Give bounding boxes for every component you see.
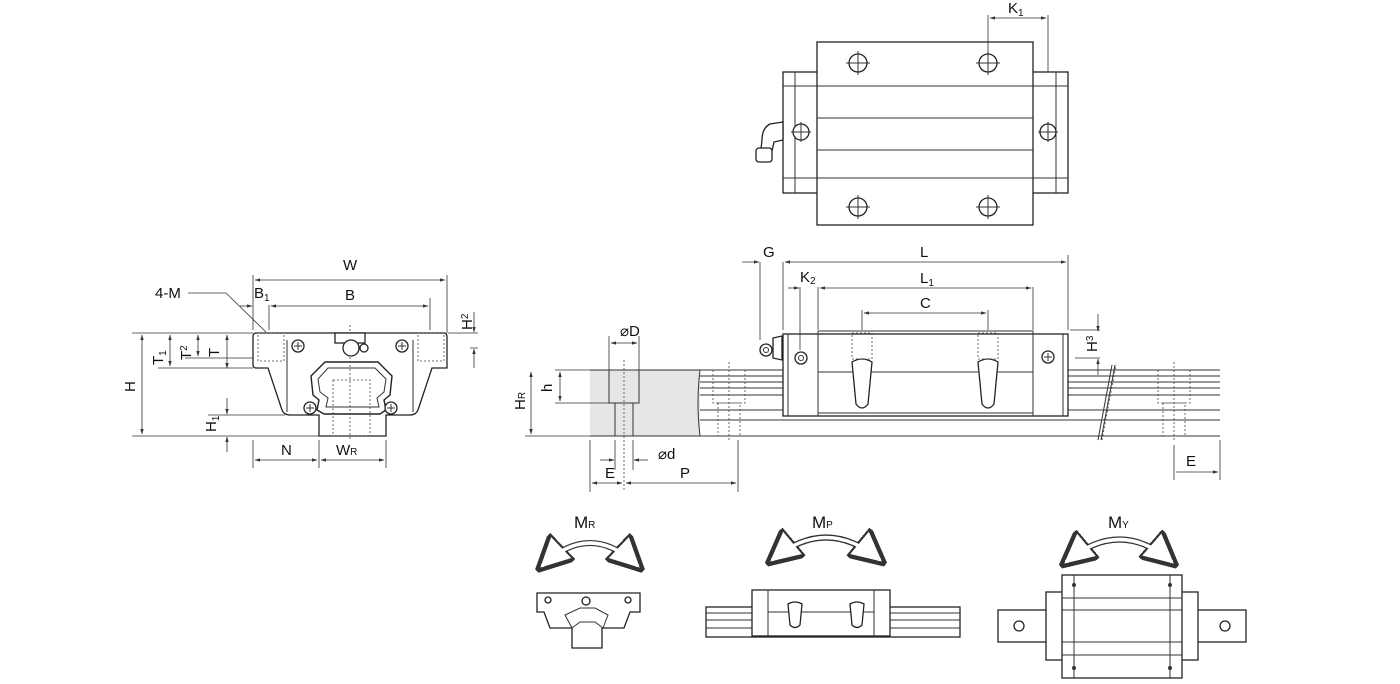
side-view: G L K2 L1 C H3 ⌀D h HR ⌀d E P E (512, 244, 1221, 492)
grease-nipple-icon (759, 335, 783, 361)
block-top-body (816, 41, 1034, 226)
label-MR: MR (574, 513, 595, 532)
mount-hole-left (257, 332, 285, 362)
label-C: C (920, 295, 931, 312)
moment-MR: MR (537, 513, 640, 649)
grease-port-icon (794, 351, 808, 365)
screw-icons (291, 339, 409, 415)
label-T2: T2 (178, 345, 195, 360)
label-N: N (281, 442, 292, 459)
tapped-hole-left (851, 358, 873, 409)
label-d: ⌀d (658, 446, 675, 463)
mounting-hole-icons (791, 51, 1058, 219)
label-WR: WR (336, 442, 357, 459)
rail-profile (310, 361, 393, 415)
block-front-outline (252, 332, 448, 437)
top-view: K1 (755, 0, 1069, 226)
label-MY: MY (1108, 513, 1129, 532)
label-B1: B1 (254, 285, 270, 304)
label-H1: H1 (203, 415, 222, 432)
label-P: P (680, 465, 690, 482)
label-MP: MP (812, 513, 833, 532)
label-L1: L1 (920, 270, 934, 289)
grease-nipple-icon (334, 332, 369, 357)
label-T1: T1 (150, 350, 169, 365)
label-W: W (343, 257, 358, 274)
block-side (782, 333, 1069, 417)
leader-4M (188, 292, 267, 333)
moment-MY: MY (997, 513, 1247, 679)
label-H: H (122, 381, 139, 392)
label-4-M: 4-M (155, 285, 181, 302)
front-view: W B B1 4-M H T1 T2 T H1 H2 N WR (122, 257, 478, 468)
moment-MP: MP (705, 513, 961, 638)
mount-hole-right (417, 332, 445, 362)
label-T: T (206, 348, 223, 357)
label-HR: HR (512, 392, 529, 410)
label-D: ⌀D (620, 323, 640, 340)
label-h: h (539, 384, 556, 392)
label-H2: H2 (459, 313, 476, 330)
label-B: B (345, 287, 355, 304)
block-body-lines (286, 340, 414, 412)
label-K2: K2 (800, 269, 816, 287)
label-G: G (763, 244, 775, 261)
label-L: L (920, 244, 928, 261)
grease-nipple-icon (755, 121, 784, 163)
label-H3: H3 (1084, 335, 1101, 352)
label-E-left: E (605, 465, 615, 482)
label-K1: K1 (1008, 0, 1024, 19)
tapped-hole-right (977, 358, 999, 409)
label-E-right: E (1186, 453, 1196, 470)
